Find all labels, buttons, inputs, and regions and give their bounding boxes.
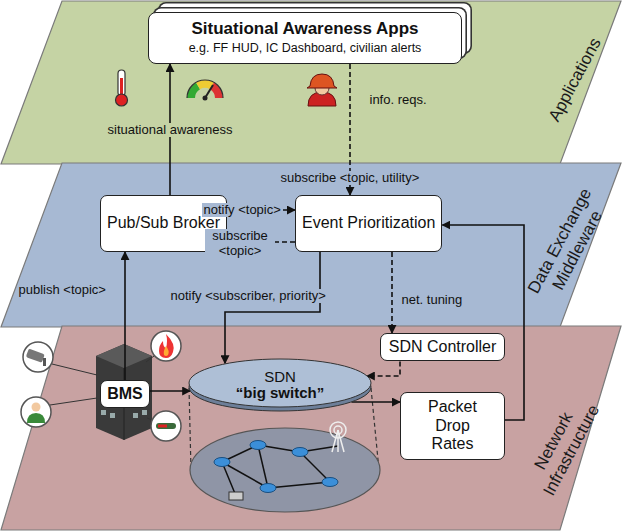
thermometer-icon-part	[118, 70, 125, 96]
network-graph	[189, 388, 380, 512]
person-icon-part	[27, 413, 45, 423]
fire-icon	[146, 331, 181, 362]
fire-icon-part	[159, 334, 174, 358]
gauge-icon-part	[187, 80, 223, 98]
building-icon-part-part	[110, 413, 115, 418]
camera-icon	[23, 342, 97, 375]
person-icon-part	[32, 403, 41, 412]
network-graph-part-part	[260, 484, 276, 493]
network-graph-part-part	[334, 426, 342, 434]
network-graph-part	[330, 422, 346, 452]
network-graph-part-part	[268, 482, 330, 488]
camera-icon-part	[52, 364, 97, 375]
process-box: SDN Controller	[380, 333, 505, 361]
node-text: Event Prioritization	[302, 214, 435, 232]
thermometer-icon-part	[116, 94, 128, 106]
layer-plane-fill	[1, 163, 621, 327]
building-icon-part-part	[101, 410, 106, 415]
network-graph-part-part	[222, 462, 268, 488]
edge-label: subscribe <topic>	[205, 229, 275, 259]
network-graph-part	[190, 428, 380, 512]
network-graph-part-part	[214, 458, 230, 467]
process-box: Event Prioritization	[295, 195, 442, 252]
network-graph-part	[189, 388, 191, 470]
network-graph-part-part	[250, 441, 266, 450]
firefighter-icon	[307, 74, 337, 106]
connector-arrow	[442, 225, 524, 420]
connector-arrow	[367, 361, 400, 376]
fire-icon-part	[146, 356, 154, 362]
app-stack-box: Situational Awareness Apps e.g. FF HUD, I…	[148, 12, 462, 64]
switch-disc: SDN“big switch”	[188, 358, 372, 412]
building-icon-part-part	[133, 413, 138, 418]
node-text: Situational Awareness Apps	[191, 19, 418, 39]
building-icon-part	[96, 344, 152, 440]
fire-icon-part	[164, 346, 169, 356]
thermometer-icon	[116, 70, 128, 106]
building-icon	[96, 344, 152, 440]
sensor-icon-part	[156, 423, 176, 429]
edge-label: subscribe <topic, utility>	[279, 171, 422, 186]
edge-label: situational awareness	[106, 123, 235, 138]
network-graph-part-part	[322, 478, 338, 487]
node-text: SDN Controller	[389, 338, 497, 356]
edge-label: net. tuning	[400, 293, 465, 308]
edge-label: notify <topic>	[202, 203, 283, 218]
camera-icon-part	[26, 349, 45, 363]
layer-plane-fill	[1, 326, 621, 530]
building-icon-part	[96, 344, 152, 368]
edge-label: notify <subscriber, priority>	[169, 289, 328, 304]
annotation-label: info. reqs.	[368, 93, 429, 108]
connector-arrow	[150, 390, 190, 392]
process-box: BMS	[100, 380, 150, 408]
switch-disc-top	[189, 359, 371, 407]
network-graph-part-part	[330, 422, 346, 438]
connector-arrow	[225, 252, 320, 363]
layer-plane-fill	[1, 1, 621, 164]
fire-icon-part	[151, 331, 181, 361]
person-icon	[21, 397, 97, 427]
thermometer-icon-part	[120, 78, 123, 96]
connector-arrow	[351, 401, 400, 403]
network-graph-part	[214, 441, 338, 493]
connector-arrow	[391, 252, 393, 333]
camera-icon-part	[23, 342, 53, 372]
network-graph-part-part	[292, 448, 308, 457]
person-icon-part	[50, 398, 97, 405]
sensor-icon	[147, 411, 181, 441]
node-text: SDN	[264, 369, 296, 386]
network-graph-part-part	[300, 452, 330, 482]
edge-label: publish <topic>	[17, 283, 108, 298]
network-graph-part-part	[258, 445, 268, 488]
sensor-icon-part	[158, 425, 167, 428]
node-text: BMS	[107, 385, 143, 403]
gauge-icon	[187, 80, 223, 101]
node-text: Packet Drop Rates	[423, 398, 483, 453]
camera-icon-part	[43, 358, 46, 366]
network-graph-part-part	[222, 462, 236, 496]
person-icon-part	[21, 397, 51, 427]
connector-arrow	[124, 252, 126, 380]
node-text: “big switch”	[236, 385, 324, 402]
building-icon-part-part	[142, 410, 147, 415]
gauge-icon-part	[203, 96, 208, 101]
building-icon-part	[101, 410, 147, 418]
firefighter-icon-part	[307, 74, 337, 88]
sensor-icon-part	[147, 418, 152, 420]
network-graph-part	[222, 445, 338, 496]
process-box: Packet Drop Rates	[400, 392, 505, 460]
sensor-icon-part	[151, 411, 181, 441]
node-text: e.g. FF HUD, IC Dashboard, civilian aler…	[189, 41, 422, 57]
network-graph-part	[229, 492, 243, 500]
